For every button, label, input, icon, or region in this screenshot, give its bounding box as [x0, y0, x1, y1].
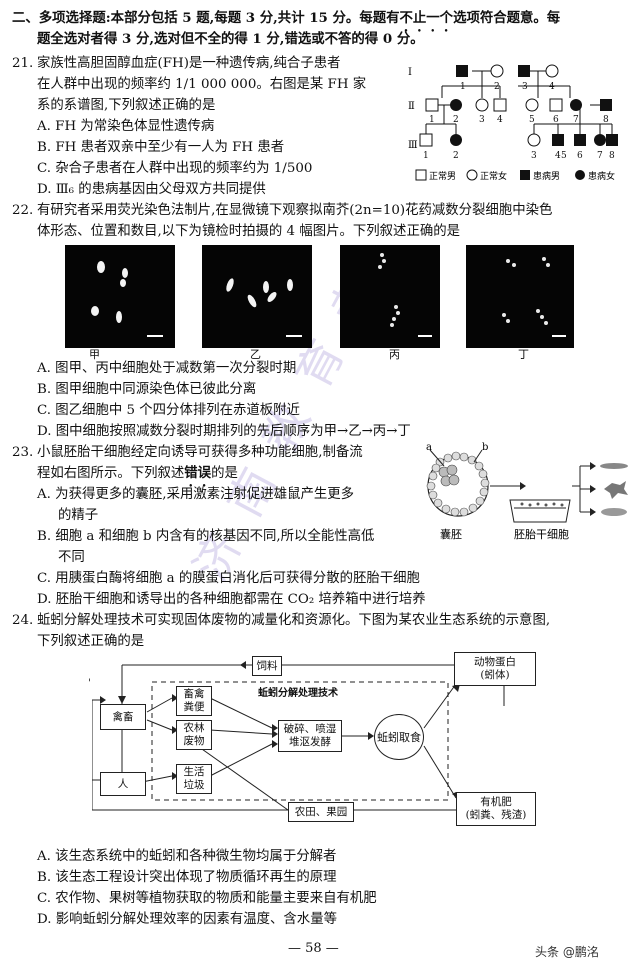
q22-stem-2: 体形态、位置和数目,以下为镜检时拍摄的 4 幅图片。下列叙述正确的是 [37, 224, 461, 239]
svg-text:1: 1 [423, 151, 429, 161]
svg-text:Ⅱ: Ⅱ [408, 101, 415, 112]
svg-text:3: 3 [522, 82, 528, 92]
q23-option-a: A. 为获得更多的囊胚,采用激素注射促进雄鼠产生更多 [37, 487, 355, 502]
q22-option-c: C. 图乙细胞中 5 个四分体排列在赤道板附近 [37, 403, 300, 418]
svg-text:囊胚: 囊胚 [440, 527, 462, 541]
node-manure: 畜禽粪便 [176, 686, 212, 716]
svg-text:8: 8 [603, 115, 609, 125]
node-human: 人 [100, 772, 146, 796]
node-farm: 农田、果园 [288, 802, 354, 822]
svg-text:6: 6 [577, 151, 583, 161]
technique-title: 蚯蚓分解处理技术 [258, 688, 338, 699]
q22-option-a: A. 图甲、丙中细胞处于减数第一次分裂时期 [37, 361, 297, 376]
svg-text:b: b [482, 442, 488, 453]
eco-diagram: 饲料 动物蛋白(蚓体) 蚯蚓分解处理技术 禽畜 畜禽粪便 农林废物 破碎、喷湿堆… [88, 650, 562, 826]
node-process: 破碎、喷湿堆沤发酵 [278, 720, 342, 752]
q23-stem-2: 程如右图所示。下列叙述错误的是 [37, 465, 238, 481]
q21-option-b: B. FH 患者双亲中至少有一人为 FH 患者 [37, 140, 285, 155]
diagram-mark: ' [88, 678, 91, 689]
node-feed: 饲料 [252, 656, 282, 676]
q21-stem-3: 系的系谱图,下列叙述正确的是 [37, 98, 216, 113]
q21-number: 21. [12, 56, 34, 71]
q21-stem-1: 家族性高胆固醇血症(FH)是一种遗传病,纯合子患者 [37, 56, 341, 71]
q24-number: 24. [12, 613, 34, 628]
q21-option-a: A. FH 为常染色体显性遗传病 [37, 119, 215, 134]
q23-option-a-cont: 的精子 [58, 508, 99, 523]
q24-option-d: D. 影响蚯蚓分解处理效率的因素有温度、含水量等 [37, 912, 337, 927]
svg-text:4: 4 [555, 151, 561, 161]
node-straw: 农林废物 [176, 720, 212, 750]
svg-text:胚胎干细胞: 胚胎干细胞 [514, 527, 569, 541]
q21-option-c: C. 杂合子患者在人群中出现的频率约为 1/500 [37, 161, 313, 176]
q23-option-b: B. 细胞 a 和细胞 b 内含有的核基因不同,所以全能性高低 [37, 529, 375, 544]
svg-text:3: 3 [479, 115, 485, 125]
q24-option-a: A. 该生态系统中的蚯蚓和各种微生物均属于分解者 [37, 849, 337, 864]
svg-text:2: 2 [494, 82, 500, 92]
q23-option-c: C. 用胰蛋白酶将细胞 a 的膜蛋白消化后可获得分散的胚胎干细胞 [37, 571, 420, 586]
q22-stem-1: 有研究者采用荧光染色法制片,在显微镜下观察拟南芥(2n=10)花药减数分裂细胞中… [37, 203, 553, 218]
svg-text:正常男: 正常男 [429, 170, 456, 182]
section-header-line2: 题全选对者得 3 分,选对但不全的得 1 分,错选或不答的得 0 分。 [37, 31, 424, 47]
caption-jia: 甲 [89, 348, 100, 361]
svg-text:正常女: 正常女 [480, 170, 507, 182]
q22-number: 22. [12, 203, 34, 218]
q23-option-b-cont: 不同 [58, 550, 85, 565]
q24-stem-2: 下列叙述正确的是 [37, 634, 145, 649]
svg-text:7: 7 [597, 151, 603, 161]
q24-option-b: B. 该生态工程设计突出体现了物质循环再生的原理 [37, 870, 337, 885]
stem-cell-diagram: a b 囊胚 胚胎干细胞 [426, 442, 628, 541]
svg-text:3: 3 [531, 151, 537, 161]
source-watermark: 头条 @鹏洺 [535, 945, 599, 959]
pedigree-chart: Ⅰ Ⅱ Ⅲ 1 2 3 4 1 2 3 4 5 6 7 8 1 2 3 4 5 … [408, 64, 618, 182]
node-fertilizer: 有机肥(蚓粪、残渣) [456, 792, 536, 826]
svg-text:2: 2 [453, 151, 459, 161]
q21-stem-2: 在人群中出现的频率约 1/1 000 000。右图是某 FH 家 [37, 77, 367, 92]
q24-stem-1: 蚯蚓分解处理技术可实现固体废物的减量化和资源化。下图为某农业生态系统的示意图, [37, 613, 551, 628]
micrograph-yi [202, 245, 312, 348]
svg-text:1: 1 [460, 82, 466, 92]
caption-ding: 丁 [518, 348, 529, 361]
svg-text:Ⅲ: Ⅲ [408, 140, 418, 151]
caption-yi: 乙 [250, 348, 261, 361]
q23-option-d: D. 胚胎干细胞和诱导出的各种细胞都需在 CO₂ 培养箱中进行培养 [37, 592, 426, 607]
svg-text:5: 5 [529, 115, 535, 125]
svg-text:7: 7 [573, 115, 579, 125]
q23-number: 23. [12, 445, 34, 460]
svg-text:4: 4 [549, 82, 555, 92]
svg-text:5: 5 [561, 151, 567, 161]
q23-stem-1: 小鼠胚胎干细胞经定向诱导可获得多种功能细胞,制备流 [37, 445, 363, 460]
page-number: — 58 — [288, 941, 339, 956]
q24-option-c: C. 农作物、果树等植物获取的物质和能量主要来自有机肥 [37, 891, 377, 906]
svg-text:患病男: 患病男 [533, 170, 560, 182]
node-garbage: 生活垃圾 [176, 764, 212, 794]
svg-text:4: 4 [497, 115, 503, 125]
q22-option-d: D. 图中细胞按照减数分裂时期排列的先后顺序为甲→乙→丙→丁 [37, 424, 411, 439]
svg-text:6: 6 [553, 115, 559, 125]
svg-text:1: 1 [429, 115, 435, 125]
caption-bing: 丙 [389, 348, 400, 361]
node-animal-protein: 动物蛋白(蚓体) [454, 652, 536, 686]
svg-text:Ⅰ: Ⅰ [408, 67, 412, 78]
node-earthworm: 蚯蚓取食 [374, 714, 424, 760]
svg-text:8: 8 [609, 151, 615, 161]
svg-text:a: a [426, 442, 432, 453]
node-livestock: 禽畜 [100, 704, 146, 730]
micrograph-bing [340, 245, 440, 348]
micrograph-jia [65, 245, 175, 348]
svg-text:2: 2 [453, 115, 459, 125]
svg-text:患病女: 患病女 [588, 170, 615, 182]
micrograph-ding [466, 245, 574, 348]
section-header-line1: 二、多项选择题:本部分包括 5 题,每题 3 分,共计 15 分。每题有不止一个… [12, 10, 561, 26]
q21-option-d: D. Ⅲ₆ 的患病基因由父母双方共同提供 [37, 182, 266, 197]
q22-option-b: B. 图甲细胞中同源染色体已彼此分离 [37, 382, 257, 397]
